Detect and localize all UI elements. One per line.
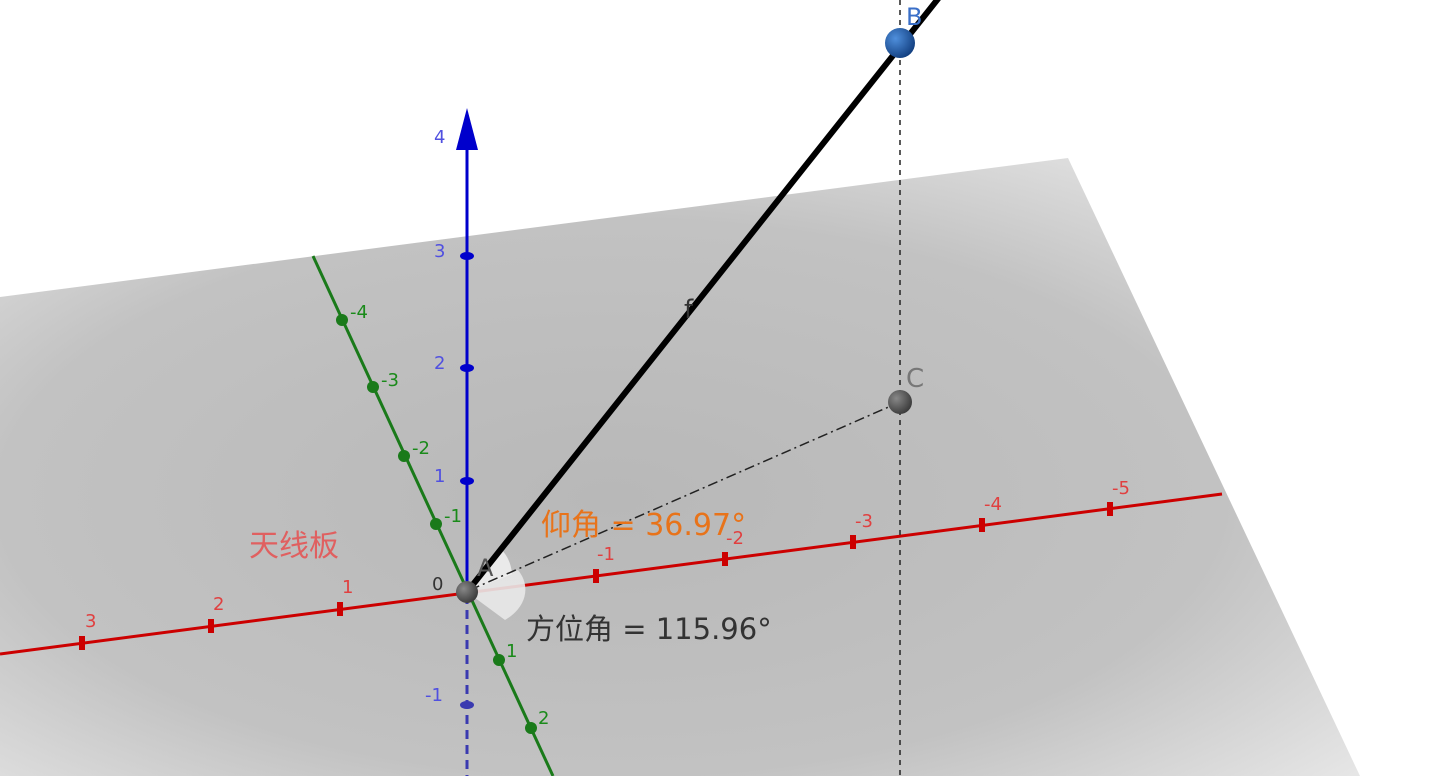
segment-f-label: f [684, 295, 694, 325]
x-tick-label: 1 [342, 577, 353, 598]
x-tick-label: -5 [1112, 478, 1130, 499]
antenna-plane[interactable] [0, 158, 1360, 776]
y-tick-label: 2 [538, 708, 549, 729]
y-tick-label: -1 [444, 506, 462, 527]
z-axis[interactable] [456, 108, 478, 709]
segment-f[interactable] [464, 0, 945, 595]
point-b[interactable] [885, 28, 915, 58]
point-b-label: B [906, 3, 922, 31]
elevation-angle-label: 仰角 = 36.97° [541, 508, 746, 543]
z-tick-label: 0 [432, 574, 443, 595]
x-tick-label: 2 [213, 594, 224, 615]
z-tick-label: 1 [434, 466, 445, 487]
x-axis[interactable] [0, 492, 1223, 656]
projection-line-ac [469, 401, 901, 591]
z-tick-label: 4 [434, 127, 445, 148]
z-axis-arrow [456, 108, 478, 150]
x-tick-label: -1 [597, 544, 615, 565]
plane-label: 天线板 [249, 529, 339, 564]
z-tick-label: 2 [434, 353, 445, 374]
azimuth-angle-label: 方位角 = 115.96° [526, 612, 772, 646]
point-a-label: A [477, 554, 494, 582]
y-tick-label: -2 [412, 438, 430, 459]
x-tick-label: -4 [984, 494, 1002, 515]
y-tick-label: 1 [506, 641, 517, 662]
x-tick-label: 3 [85, 611, 96, 632]
z-tick-label: 3 [434, 241, 445, 262]
z-tick-label: -1 [425, 685, 443, 706]
point-c-label: C [906, 364, 924, 394]
azimuth-angle-sector [467, 570, 526, 620]
y-axis[interactable] [311, 255, 555, 777]
y-tick-label: -4 [350, 302, 368, 323]
y-tick-label: -3 [381, 370, 399, 391]
point-c[interactable] [888, 390, 912, 414]
point-a[interactable] [456, 581, 478, 603]
x-tick-label: -2 [726, 528, 744, 549]
x-tick-label: -3 [855, 511, 873, 532]
